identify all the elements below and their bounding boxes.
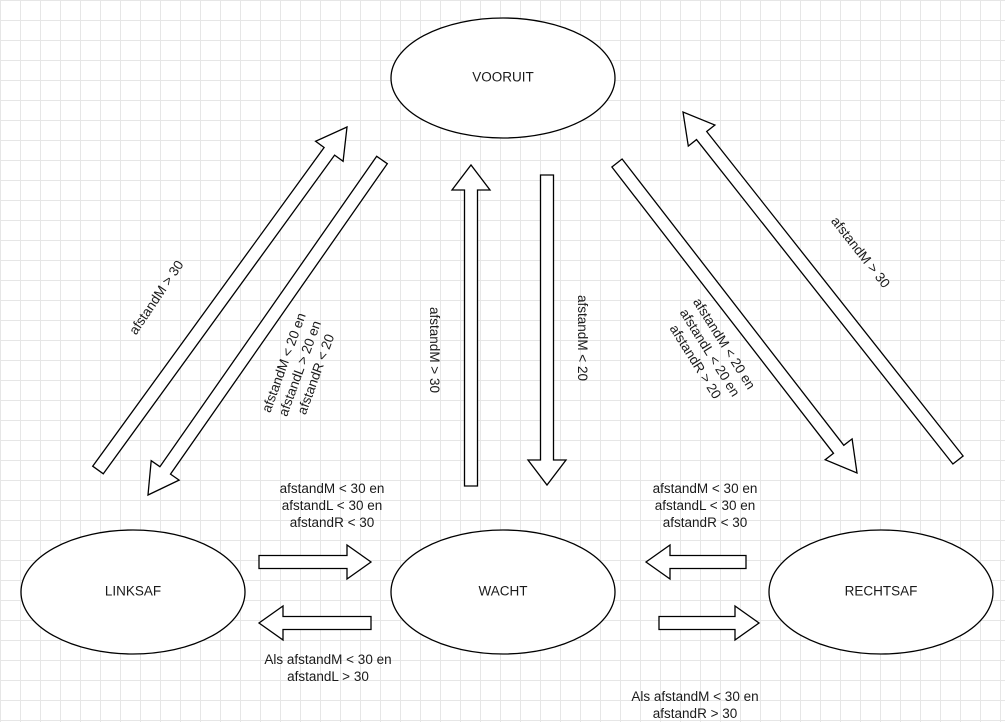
label-line: afstandM < 30 en bbox=[653, 481, 758, 496]
state-rechtsaf[interactable]: RECHTSAF bbox=[768, 529, 994, 655]
label-vooruit-to-rechtsaf: afstandM < 20 enafstandL < 20 enafstandR… bbox=[661, 295, 758, 410]
label-line: afstandM < 30 en bbox=[280, 481, 385, 496]
arrow-wacht-to-vooruit[interactable] bbox=[450, 163, 492, 487]
state-wacht-label: WACHT bbox=[479, 584, 528, 599]
label-line: afstandL < 30 en bbox=[282, 498, 382, 513]
state-vooruit-shape bbox=[390, 17, 616, 139]
arrow-rechtsaf-to-vooruit[interactable] bbox=[682, 110, 965, 465]
label-linksaf-to-wacht: afstandM < 30 en afstandL < 30 en afstandR… bbox=[280, 481, 385, 530]
state-linksaf-shape bbox=[20, 529, 246, 655]
label-rechtsaf-to-vooruit: afstandM > 30 bbox=[828, 214, 893, 291]
state-wacht-shape bbox=[390, 529, 616, 655]
label-line: afstandL < 30 en bbox=[655, 498, 755, 513]
state-vooruit[interactable]: VOORUIT bbox=[390, 17, 616, 139]
label-line: afstandM > 30 bbox=[828, 214, 893, 291]
label-line: afstandL > 30 bbox=[287, 669, 369, 684]
label-wacht-to-linksaf: Als afstandM < 30 en afstandL > 30 bbox=[264, 652, 391, 684]
state-rechtsaf-label: RECHTSAF bbox=[845, 584, 918, 599]
label-line: afstandM > 30 bbox=[427, 307, 442, 393]
arrow-wacht-to-rechtsaf[interactable] bbox=[658, 604, 761, 642]
arrow-vooruit-to-linksaf[interactable] bbox=[147, 155, 389, 497]
arrow-linksaf-to-vooruit[interactable] bbox=[91, 125, 348, 475]
label-linksaf-to-vooruit: afstandM > 30 bbox=[126, 258, 186, 338]
label-rechtsaf-to-wacht: afstandM < 30 en afstandL < 30 en afstandR… bbox=[653, 481, 758, 530]
state-linksaf[interactable]: LINKSAF bbox=[20, 529, 246, 655]
label-line: afstandM < 20 bbox=[575, 295, 590, 381]
state-vooruit-label: VOORUIT bbox=[472, 70, 534, 85]
state-linksaf-label: LINKSAF bbox=[105, 584, 161, 599]
label-vooruit-to-wacht: afstandM < 20 bbox=[575, 295, 590, 381]
label-line: Als afstandM < 30 en bbox=[631, 689, 758, 704]
state-rechtsaf-shape bbox=[768, 529, 994, 655]
state-wacht[interactable]: WACHT bbox=[390, 529, 616, 655]
label-wacht-to-rechtsaf: Als afstandM < 30 en afstandR > 30 bbox=[631, 689, 758, 721]
arrow-rechtsaf-to-wacht[interactable] bbox=[644, 543, 747, 581]
label-line: Als afstandM < 30 en bbox=[264, 652, 391, 667]
arrow-vooruit-to-wacht[interactable] bbox=[526, 174, 568, 487]
label-line: afstandR < 30 bbox=[663, 515, 747, 530]
arrow-wacht-to-linksaf[interactable] bbox=[257, 604, 372, 642]
arrow-linksaf-to-wacht[interactable] bbox=[258, 543, 373, 581]
label-line: afstandR < 30 bbox=[290, 515, 374, 530]
arrow-vooruit-to-rechtsaf[interactable] bbox=[610, 158, 858, 475]
label-line: afstandR > 30 bbox=[653, 706, 737, 721]
label-wacht-to-vooruit: afstandM > 30 bbox=[427, 307, 442, 393]
label-line: afstandM > 30 bbox=[126, 258, 186, 338]
